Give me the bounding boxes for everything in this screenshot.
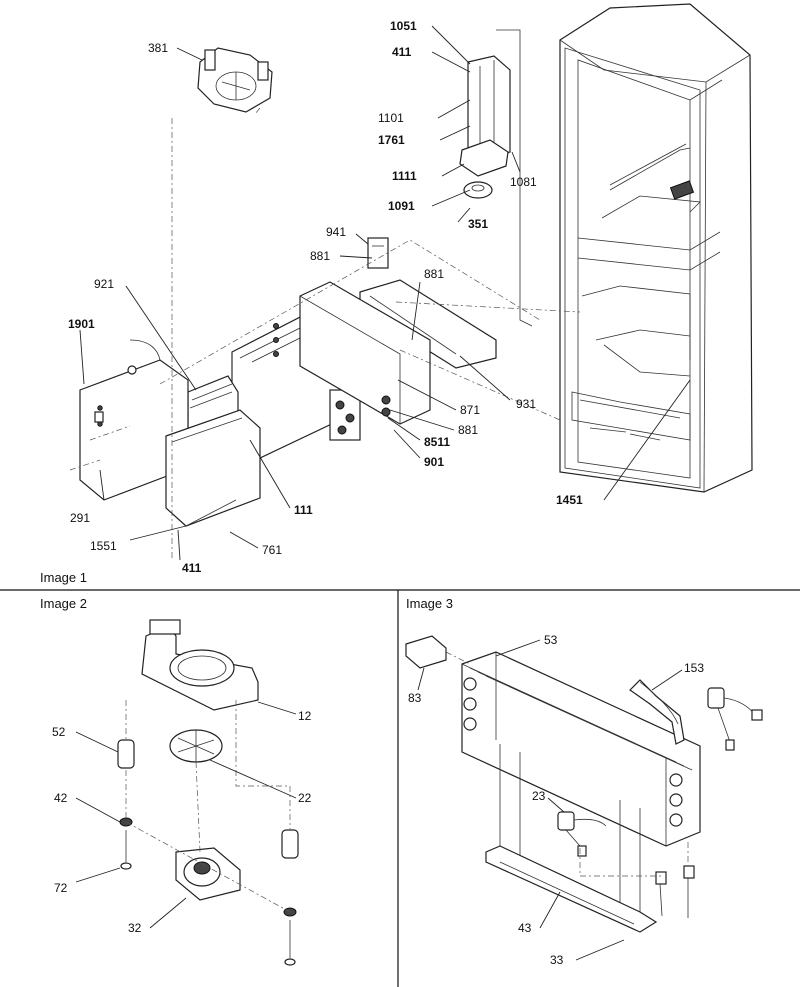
callout-941: 941 bbox=[326, 225, 346, 239]
callout-42: 42 bbox=[54, 791, 68, 805]
callout-72: 72 bbox=[54, 881, 68, 895]
panel-caption-image3: Image 3 bbox=[406, 596, 453, 611]
callout-83: 83 bbox=[408, 691, 422, 705]
callout-labels: 381 1051 411 1101 1761 1111 1081 1091 35… bbox=[52, 19, 704, 967]
callout-411-bottom: 411 bbox=[182, 561, 202, 575]
callout-881-top: 881 bbox=[310, 249, 330, 263]
image1-drawing bbox=[69, 3, 753, 561]
callout-33: 33 bbox=[550, 953, 564, 967]
callout-291: 291 bbox=[70, 511, 90, 525]
callout-1111: 1111 bbox=[392, 169, 417, 183]
callout-871: 871 bbox=[460, 403, 480, 417]
callout-23: 23 bbox=[532, 789, 546, 803]
callout-761: 761 bbox=[262, 543, 282, 557]
callout-381: 381 bbox=[148, 41, 168, 55]
panel-captions: Image 1 Image 2 Image 3 bbox=[40, 570, 453, 611]
callout-22: 22 bbox=[298, 791, 312, 805]
panel-caption-image2: Image 2 bbox=[40, 596, 87, 611]
callout-1761: 1761 bbox=[378, 133, 405, 147]
callout-1091: 1091 bbox=[388, 199, 415, 213]
side-channel bbox=[273, 281, 431, 425]
callout-351: 351 bbox=[468, 217, 488, 231]
panel-dividers bbox=[0, 589, 800, 987]
callout-1901: 1901 bbox=[68, 317, 95, 331]
callout-1081: 1081 bbox=[510, 175, 537, 189]
bracket-941 bbox=[367, 237, 389, 269]
refrigerator-cabinet bbox=[559, 3, 753, 493]
callout-32: 32 bbox=[128, 921, 142, 935]
image2-drawing bbox=[75, 619, 299, 966]
callout-52: 52 bbox=[52, 725, 66, 739]
image3-drawing bbox=[405, 635, 763, 961]
callout-901: 901 bbox=[424, 455, 444, 469]
callout-12: 12 bbox=[298, 709, 312, 723]
fan-shroud-381 bbox=[197, 47, 273, 113]
callout-411-top: 411 bbox=[392, 45, 412, 59]
callout-1051: 1051 bbox=[390, 19, 417, 33]
callout-53: 53 bbox=[544, 633, 558, 647]
callout-1451: 1451 bbox=[556, 493, 583, 507]
callout-881-low: 881 bbox=[458, 423, 478, 437]
callout-881-mid: 881 bbox=[424, 267, 444, 281]
callout-931: 931 bbox=[516, 397, 536, 411]
back-panel-291 bbox=[79, 339, 189, 501]
damper-assembly bbox=[459, 29, 533, 327]
callout-1551: 1551 bbox=[90, 539, 117, 553]
callout-43: 43 bbox=[518, 921, 532, 935]
callout-153: 153 bbox=[684, 661, 704, 675]
callout-8511: 8511 bbox=[424, 435, 450, 449]
lower-plate bbox=[165, 409, 261, 527]
callout-921: 921 bbox=[94, 277, 114, 291]
callout-1101: 1101 bbox=[378, 111, 404, 125]
panel-caption-image1: Image 1 bbox=[40, 570, 87, 585]
callout-111: 111 bbox=[294, 503, 313, 517]
